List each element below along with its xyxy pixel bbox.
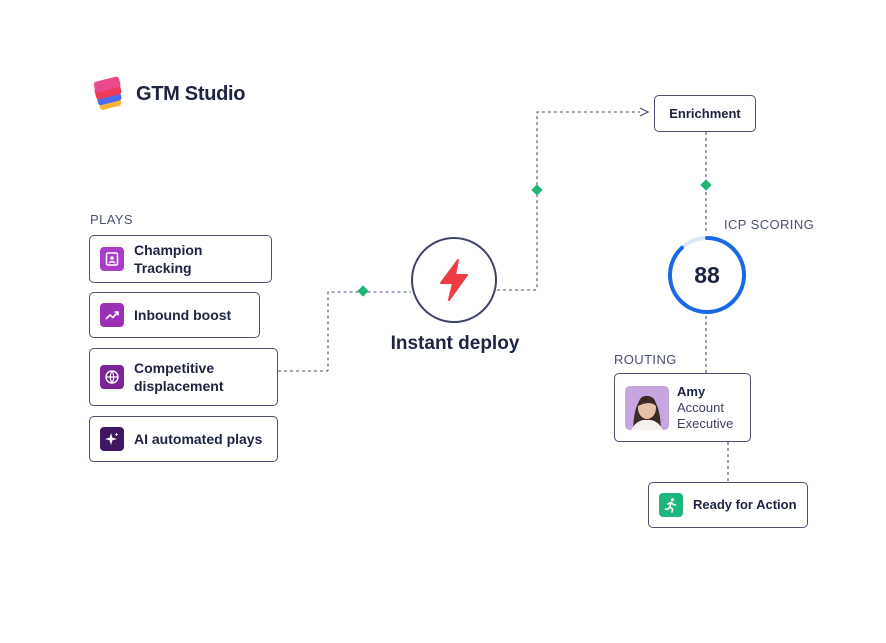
- play-label: AI automated plays: [134, 431, 263, 447]
- person-role: Executive: [677, 415, 734, 431]
- connector-deploy-to-enrichment: [497, 111, 640, 291]
- running-person-icon: [659, 493, 683, 517]
- routing-label: ROUTING: [614, 352, 677, 367]
- icp-score-value: 88: [694, 261, 720, 288]
- play-ai-automated[interactable]: AI automated plays: [89, 416, 278, 462]
- icp-scoring-label: ICP SCORING: [724, 217, 815, 232]
- connector-plays-to-deploy: [278, 291, 411, 372]
- badge-icon: [100, 247, 124, 271]
- icp-score-gauge: [668, 236, 746, 314]
- sparkle-icon: [100, 427, 124, 451]
- arrow-head: [639, 107, 650, 117]
- avatar: [625, 385, 669, 430]
- routed-person-card[interactable]: Amy Account Executive: [614, 373, 751, 442]
- stacked-layers-icon: [93, 76, 122, 110]
- instant-deploy-node[interactable]: [411, 237, 497, 323]
- person-name: Amy: [677, 383, 706, 399]
- connector-diamond: [531, 184, 543, 196]
- trending-up-icon: [100, 303, 124, 327]
- globe-icon: [100, 365, 124, 389]
- brand-logo: GTM Studio: [90, 76, 246, 112]
- ready-for-action-node[interactable]: Ready for Action: [648, 482, 808, 528]
- brand-name: GTM Studio: [136, 82, 246, 105]
- icp-score-arc: [668, 236, 746, 314]
- play-label: Competitive displacement: [134, 360, 224, 394]
- connector-diamond: [357, 285, 369, 297]
- instant-deploy-label: Instant deploy: [390, 333, 520, 354]
- play-competitive-displacement[interactable]: Competitive displacement: [89, 348, 278, 406]
- play-champion-tracking[interactable]: Champion Tracking: [89, 235, 272, 283]
- action-label: Ready for Action: [693, 497, 797, 512]
- enrichment-node[interactable]: Enrichment: [654, 95, 756, 132]
- person-role: Account: [677, 399, 724, 415]
- plays-section-label: PLAYS: [90, 212, 133, 227]
- enrichment-label: Enrichment: [669, 105, 741, 121]
- lightning-icon: [440, 259, 468, 301]
- play-inbound-boost[interactable]: Inbound boost: [89, 292, 260, 338]
- play-label: Champion Tracking: [134, 242, 203, 276]
- play-label: Inbound boost: [134, 307, 232, 323]
- connector-diamond: [700, 179, 712, 191]
